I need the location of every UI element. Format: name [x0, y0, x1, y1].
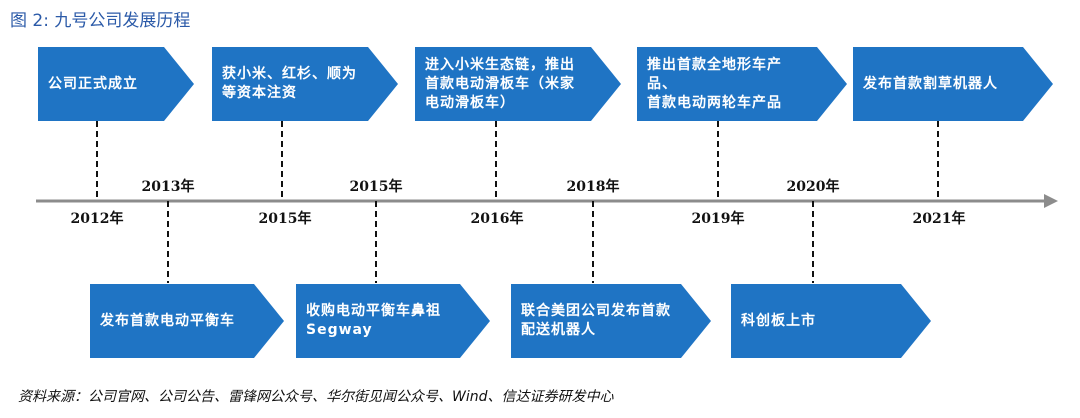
- year-label-2021: 2021年: [912, 211, 966, 227]
- event-text: 科创板上市: [741, 312, 816, 329]
- figure-title: 图 2: 九号公司发展历程: [10, 11, 191, 31]
- event-box-2012: 公司正式成立: [38, 47, 194, 121]
- year-label-2013: 2013年: [141, 179, 195, 195]
- event-box-2021: 发布首款割草机器人: [853, 47, 1053, 121]
- event-box-2015-acquisition: 收购电动平衡车鼻祖 Segway: [296, 284, 490, 358]
- event-box-2016: 进入小米生态链，推出 首款电动滑板车（米家 电动滑板车）: [415, 47, 621, 121]
- event-box-2018: 联合美团公司发布首款 配送机器人: [511, 284, 711, 358]
- event-text: 公司正式成立: [48, 75, 138, 92]
- timeline-arrowhead: [1044, 194, 1058, 208]
- event-text: 收购电动平衡车鼻祖 Segway: [306, 303, 441, 338]
- year-label-2016: 2016年: [470, 211, 524, 227]
- year-label-2015-bottom: 2015年: [349, 179, 403, 195]
- event-text: 发布首款电动平衡车: [100, 312, 235, 329]
- event-box-2019: 推出首款全地形车产品、 首款电动两轮车产品: [637, 47, 847, 121]
- year-label-2015-top: 2015年: [258, 211, 312, 227]
- event-text: 进入小米生态链，推出 首款电动滑板车（米家 电动滑板车）: [425, 56, 575, 111]
- event-box-2020: 科创板上市: [731, 284, 931, 358]
- source-note: 资料来源：公司官网、公司公告、雷锋网公众号、华尔街见闻公众号、Wind、信达证券…: [18, 389, 614, 405]
- year-label-2020: 2020年: [786, 179, 840, 195]
- year-label-2012: 2012年: [70, 211, 124, 227]
- event-text: 联合美团公司发布首款 配送机器人: [521, 303, 671, 338]
- event-box-2013: 发布首款电动平衡车: [90, 284, 284, 358]
- event-text: 推出首款全地形车产品、 首款电动两轮车产品: [647, 56, 782, 111]
- year-label-2019: 2019年: [691, 211, 745, 227]
- event-text: 发布首款割草机器人: [863, 75, 998, 92]
- event-box-2015-investment: 获小米、红杉、顺为 等资本注资: [212, 47, 398, 121]
- year-label-2018: 2018年: [566, 179, 620, 195]
- event-text: 获小米、红杉、顺为 等资本注资: [222, 66, 357, 101]
